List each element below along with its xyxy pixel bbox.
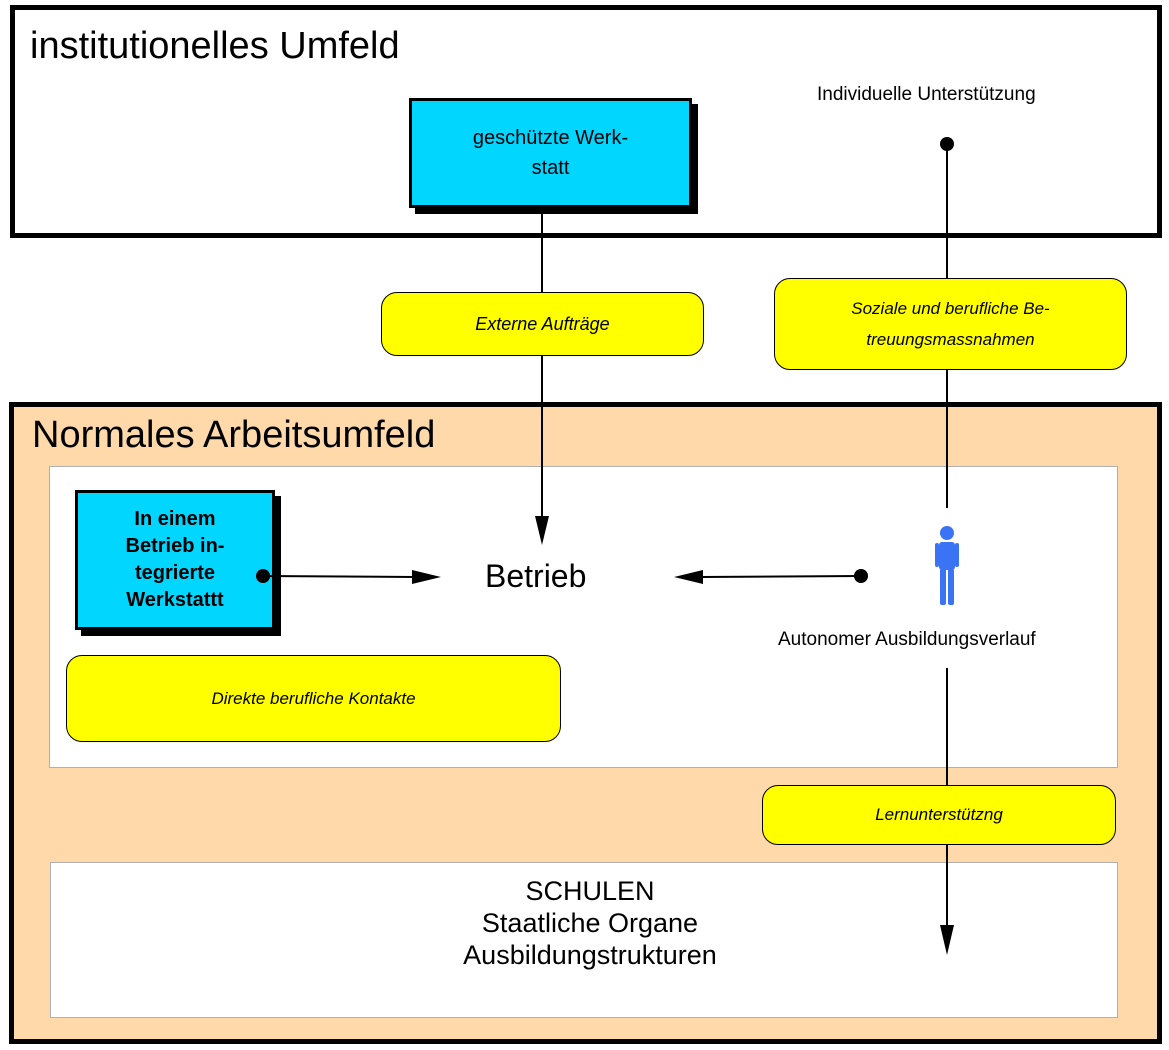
institutional-region-title: institutionelles Umfeld <box>30 25 400 67</box>
person-icon <box>935 526 959 605</box>
integrierte-werkstatt-line-3: tegrierte <box>134 562 216 584</box>
direkte-kontakte-label: Direkte berufliche Kontakte <box>211 688 416 708</box>
arrow-down-to-schulen-icon <box>940 925 954 955</box>
lernunterstuetzung-label: Lernunterstützng <box>875 805 1003 824</box>
integrierte-werkstatt-line-4: Werkstattt <box>126 589 224 611</box>
autonom-arrow-line <box>699 575 862 578</box>
normal-work-region-title: Normales Arbeitsumfeld <box>32 414 436 456</box>
arrow-down-to-betrieb-icon <box>535 516 549 545</box>
individuelle-unterstuetzung-label: Individuelle Unterstützung <box>817 84 1036 105</box>
arrow-right-to-betrieb-icon <box>412 570 441 584</box>
arrow-left-to-betrieb-icon <box>674 570 703 584</box>
integrierte-werkstatt-line-2: Betrieb in- <box>125 535 225 557</box>
autonomer-ausbildungsverlauf-label: Autonomer Ausbildungsverlauf <box>778 629 1036 650</box>
integrierte-werkstatt-box: In einem Betrieb in- tegrierte Werkstatt… <box>75 490 275 630</box>
integrierte-werkstatt-arrow-line <box>262 575 416 578</box>
externe-auftraege-pill: Externe Aufträge <box>381 292 704 356</box>
lernunterstuetzung-pill: Lernunterstützng <box>762 785 1116 845</box>
direkte-kontakte-pill: Direkte berufliche Kontakte <box>66 655 561 742</box>
externe-auftraege-label: Externe Aufträge <box>475 314 610 334</box>
schulen-heading: SCHULEN <box>525 876 655 906</box>
geschuetzte-werkstatt-box: geschützte Werk- statt <box>409 98 692 208</box>
soziale-betreuung-line-1: Soziale und berufliche Be- <box>851 299 1050 318</box>
geschuetzte-werkstatt-line-1: geschützte Werk- <box>472 127 629 149</box>
integrierte-werkstatt-line-1: In einem <box>134 508 216 530</box>
staatliche-organe-label: Staatliche Organe <box>481 908 699 938</box>
betrieb-label: Betrieb <box>485 558 587 594</box>
soziale-betreuung-pill: Soziale und berufliche Be- treuungsmassn… <box>774 278 1127 370</box>
geschuetzte-werkstatt-line-2: statt <box>531 157 570 179</box>
soziale-betreuung-line-2: treuungsmassnahmen <box>866 330 1035 349</box>
schulen-panel <box>50 862 1118 1018</box>
ausbildungstrukturen-label: Ausbildungstrukturen <box>463 940 717 970</box>
